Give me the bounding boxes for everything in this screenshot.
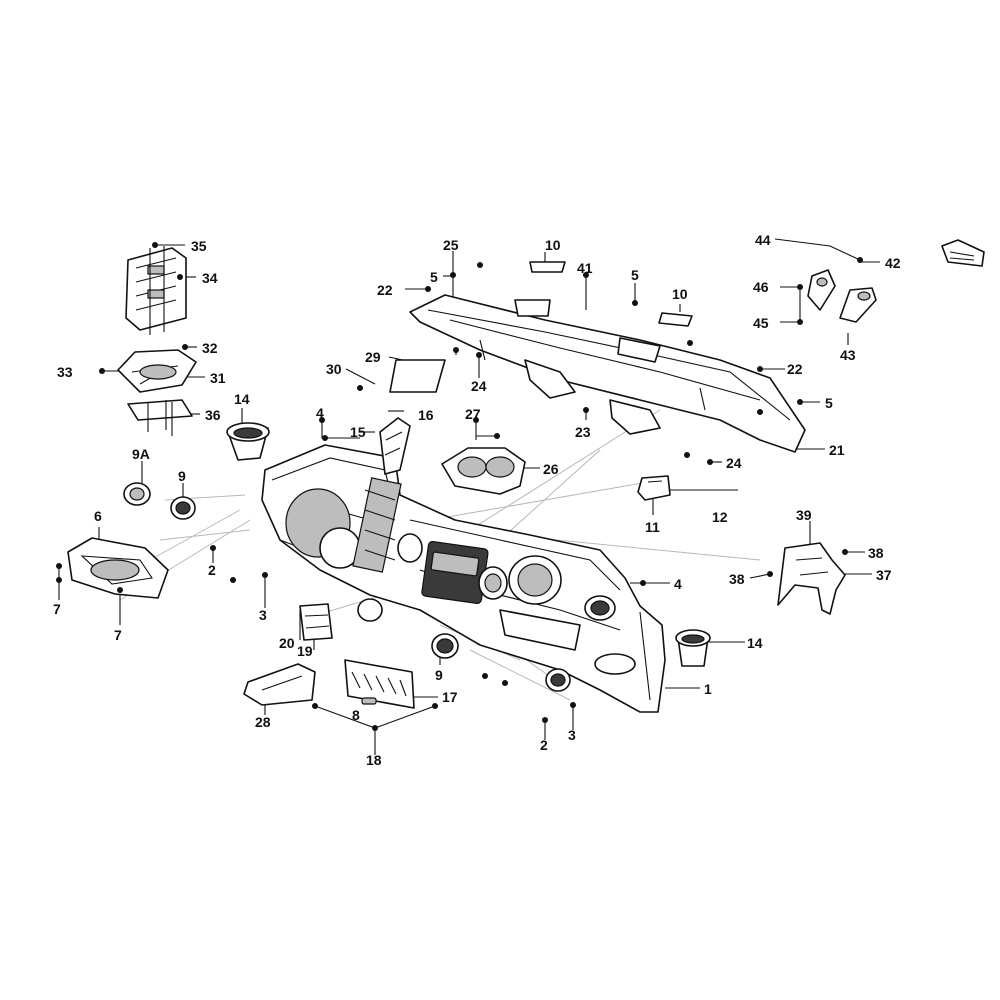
callout-38-left: 38	[729, 571, 745, 587]
cup-holder-14-left	[226, 422, 270, 461]
callout-45: 45	[753, 315, 769, 331]
callout-38-right: 38	[868, 545, 884, 561]
callout-42: 42	[885, 255, 901, 271]
callout-11: 11	[645, 519, 660, 535]
callout-22-right: 22	[787, 361, 803, 377]
callout-12: 12	[712, 509, 728, 525]
callout-14-left: 14	[234, 391, 250, 407]
bracket-assembly-34	[125, 246, 187, 335]
callout-10-right: 10	[672, 286, 688, 302]
grommet-9-left	[170, 496, 196, 520]
callout-33: 33	[57, 364, 73, 380]
callout-17: 17	[442, 689, 458, 705]
callout-21: 21	[829, 442, 845, 458]
callout-28: 28	[255, 714, 271, 730]
callout-31: 31	[210, 370, 226, 386]
callout-46: 46	[753, 279, 769, 295]
callout-3-left: 3	[259, 607, 267, 623]
callout-16: 16	[418, 407, 434, 423]
bracket-plate-36	[127, 399, 193, 436]
callout-24-right: 24	[726, 455, 742, 471]
callout-19: 19	[297, 643, 313, 659]
callout-37: 37	[876, 567, 892, 583]
callout-9a: 9A	[132, 446, 150, 462]
callout-9-center: 9	[435, 667, 443, 683]
callout-23: 23	[575, 424, 591, 440]
callout-2-right: 2	[540, 737, 548, 753]
callout-5-middle: 5	[631, 267, 639, 283]
callout-2-left: 2	[208, 562, 216, 578]
callout-5-left: 5	[430, 269, 438, 285]
callout-4-top: 4	[316, 405, 324, 421]
vent-housing-6	[67, 537, 169, 599]
switch-panel-17	[344, 659, 415, 709]
callout-4-right: 4	[674, 576, 682, 592]
bracket-46	[807, 269, 836, 311]
cup-holder-26	[441, 447, 526, 495]
duct-39	[777, 542, 846, 615]
grommet-right	[545, 668, 571, 692]
callout-15: 15	[350, 424, 366, 440]
callout-35: 35	[191, 238, 207, 254]
callout-6: 6	[94, 508, 102, 524]
switch-bezel-19	[299, 603, 333, 641]
callout-22-left: 22	[377, 282, 393, 298]
callout-20: 20	[279, 635, 295, 651]
callout-14-right: 14	[747, 635, 763, 651]
callout-5-right: 5	[825, 395, 833, 411]
callout-25: 25	[443, 237, 459, 253]
cup-holder-14-right	[675, 629, 711, 667]
callout-30: 30	[326, 361, 342, 377]
bracket-15	[379, 417, 411, 475]
callout-29: 29	[365, 349, 381, 365]
callout-39: 39	[796, 507, 812, 523]
callout-3-right: 3	[568, 727, 576, 743]
tray-28	[243, 663, 316, 706]
callout-43: 43	[840, 347, 856, 363]
clip-10-a	[529, 261, 566, 273]
fasteners	[56, 242, 863, 731]
panel-29	[389, 359, 446, 393]
side-decal	[941, 239, 985, 267]
callout-18: 18	[366, 752, 382, 768]
callout-44: 44	[755, 232, 771, 248]
callout-32: 32	[202, 340, 218, 356]
callout-27: 27	[465, 406, 481, 422]
callout-26: 26	[543, 461, 559, 477]
callout-10-left: 10	[545, 237, 561, 253]
callout-7-left: 7	[53, 601, 61, 617]
callout-24-top: 24	[471, 378, 487, 394]
callout-1: 1	[704, 681, 712, 697]
grommet-9a	[123, 482, 151, 506]
grommet-9-center	[357, 598, 459, 659]
callout-34: 34	[202, 270, 218, 286]
callout-8: 8	[352, 707, 360, 723]
main-dash-panel-1	[261, 444, 666, 713]
callout-36: 36	[205, 407, 221, 423]
crossbeam-21	[409, 294, 806, 453]
callout-labels: 35 34 32 33 31 36 14 9A 9 6 7 7 2 3 4 15…	[53, 232, 901, 768]
clip-10-b	[658, 312, 693, 327]
callout-9-left: 9	[178, 468, 186, 484]
bracket-11	[637, 475, 671, 501]
callout-7-right: 7	[114, 627, 122, 643]
bracket-43	[839, 287, 877, 323]
bracket-tray-31	[117, 349, 197, 393]
callout-41: 41	[577, 260, 593, 276]
